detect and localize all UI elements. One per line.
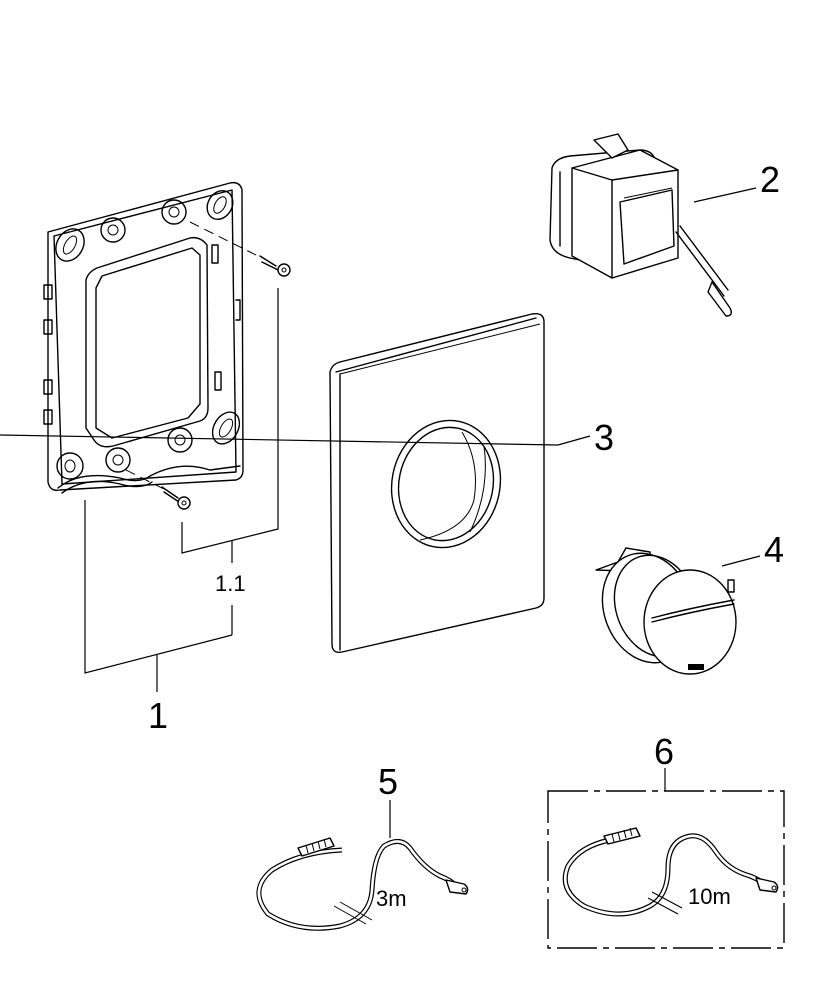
- electronic-module-box: [549, 133, 757, 317]
- leader-1-1: [181, 288, 279, 635]
- leader-1: [84, 500, 233, 692]
- part-label-4: 4: [764, 529, 785, 570]
- part-label-1-1: 1.1: [215, 571, 246, 596]
- cable-length-6: 10m: [688, 884, 731, 909]
- cable-length-5: 3m: [376, 886, 407, 911]
- cable-10m: [547, 768, 785, 949]
- part-label-3: 3: [594, 417, 615, 458]
- part-label-5: 5: [378, 761, 399, 802]
- push-button-actuator: [595, 547, 761, 675]
- part-label-2: 2: [760, 159, 781, 200]
- part-label-1: 1: [148, 695, 169, 736]
- mounting-frame: [43, 181, 244, 494]
- screw-lower: [125, 469, 191, 510]
- cable-3m: [256, 800, 469, 931]
- cover-plate: [0, 312, 591, 654]
- screw-upper: [189, 221, 291, 277]
- part-label-6: 6: [654, 731, 675, 772]
